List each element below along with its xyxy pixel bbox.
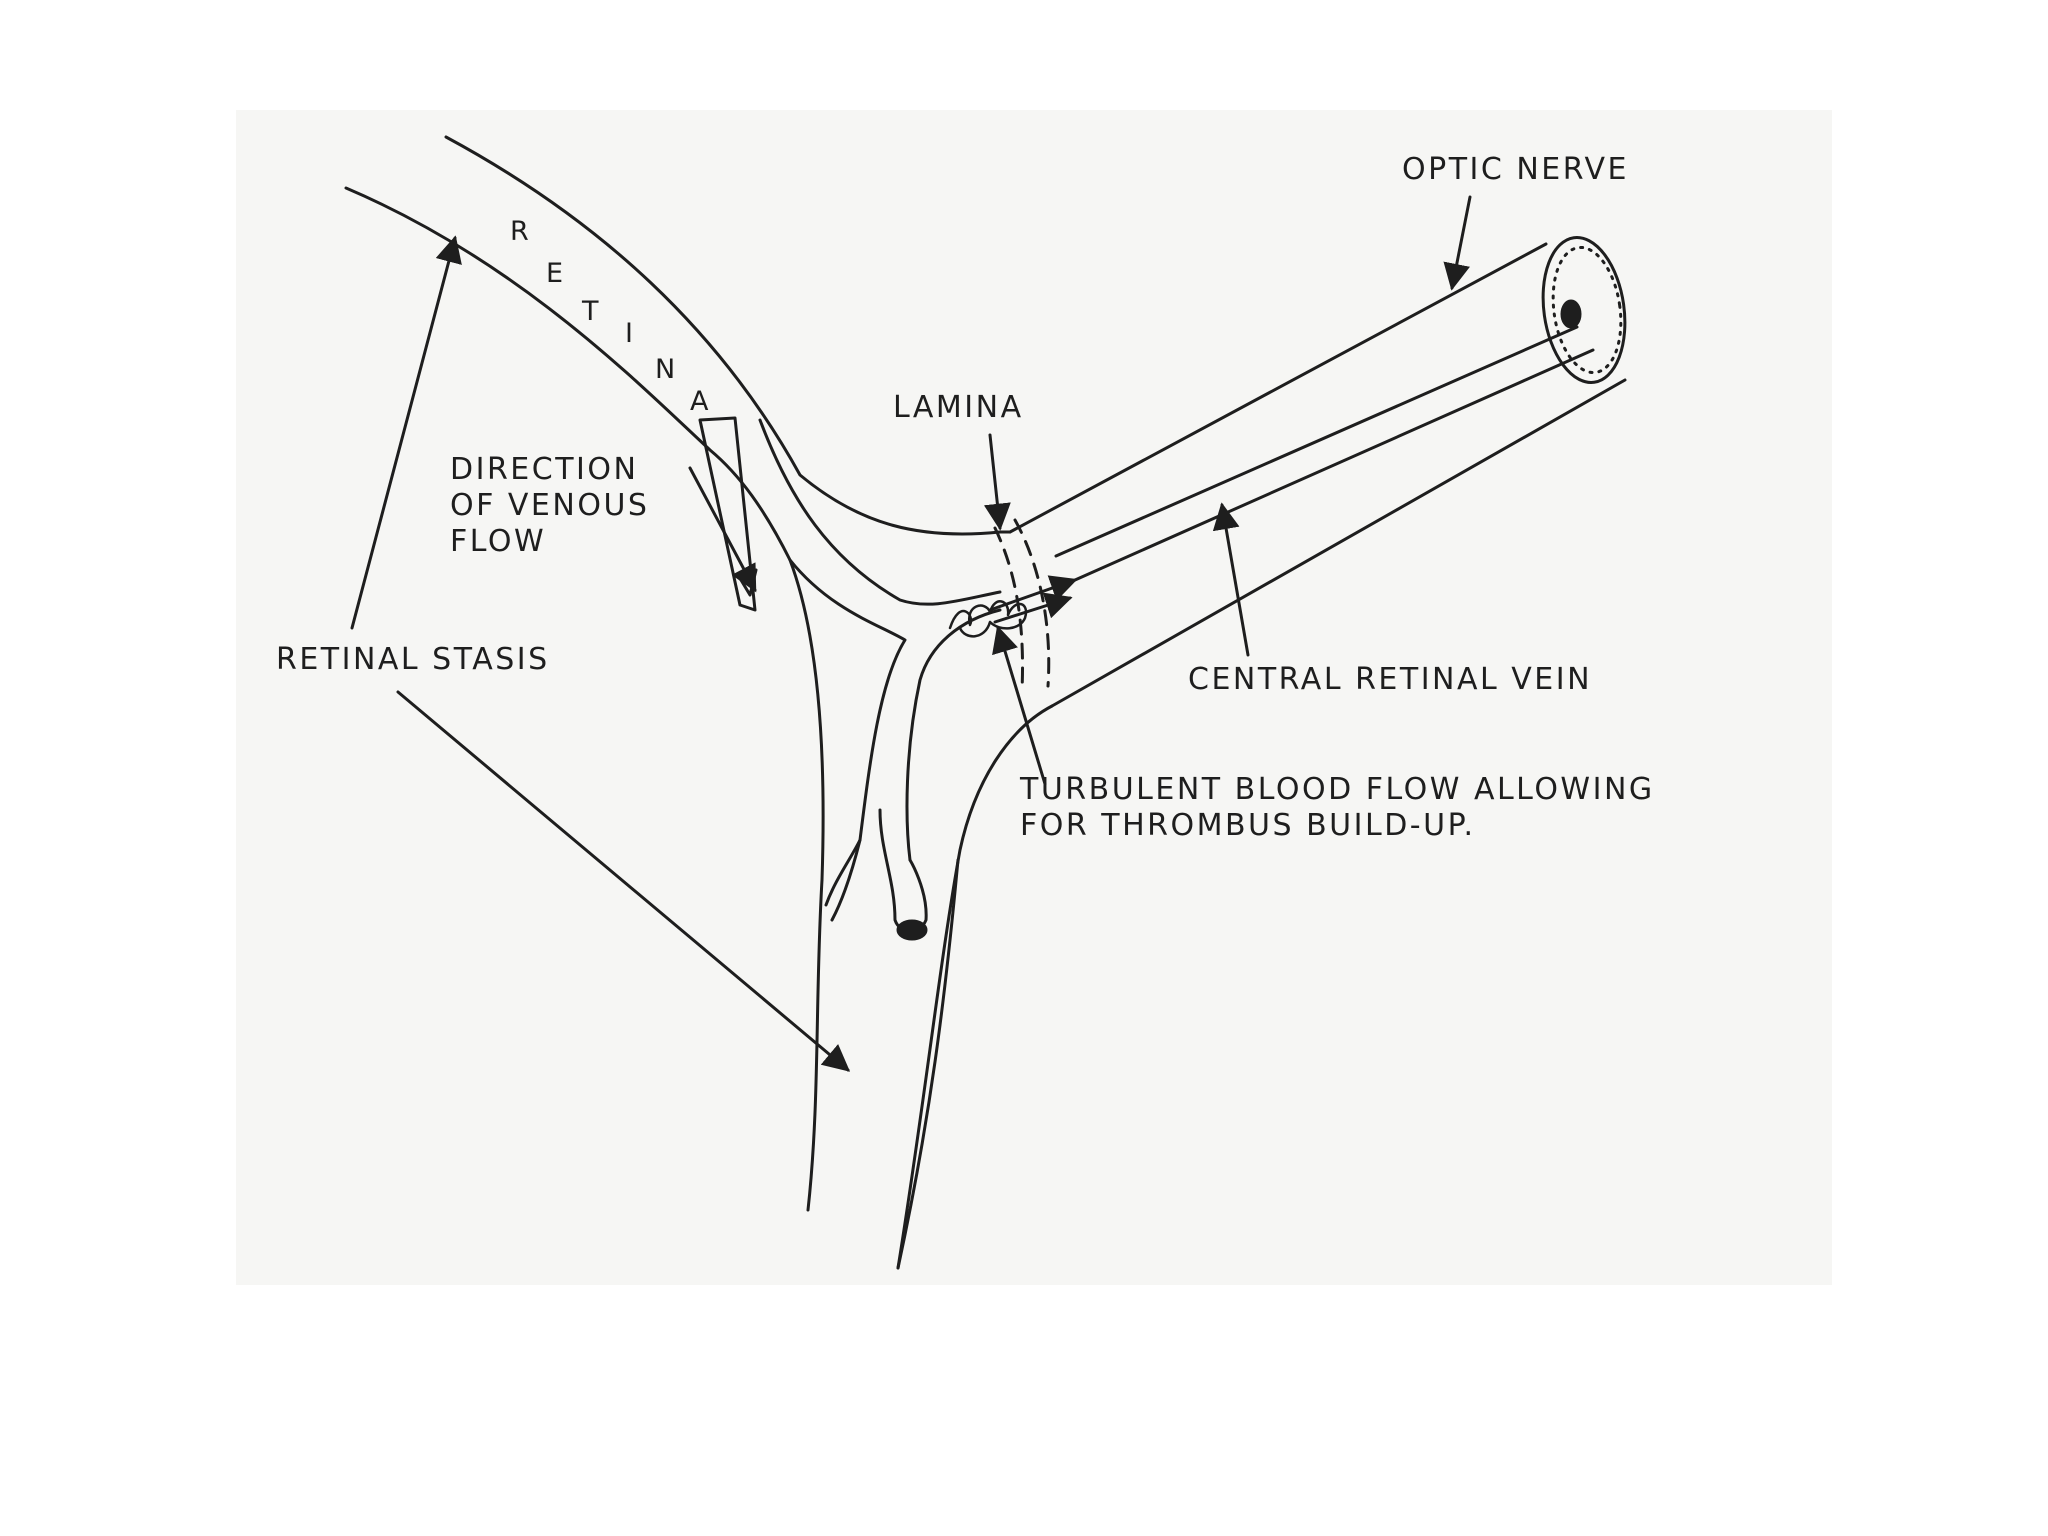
thrombus-scribble bbox=[950, 601, 1026, 636]
direction-line-1: DIRECTION bbox=[450, 452, 649, 488]
turbulent-blood-flow-label: TURBULENT BLOOD FLOW ALLOWING FOR THROMB… bbox=[1020, 772, 1655, 844]
optic-nerve-label: OPTIC NERVE bbox=[1402, 152, 1629, 188]
vein-cut-end bbox=[898, 921, 926, 939]
central-retinal-vein-label: CENTRAL RETINAL VEIN bbox=[1188, 662, 1592, 698]
retina-letter-r: R bbox=[510, 216, 529, 247]
thrombus-flow-arrow-2 bbox=[995, 598, 1070, 622]
thrombus-flow-arrow bbox=[990, 580, 1075, 610]
lamina-leader bbox=[990, 435, 1000, 528]
retina-letter-i: I bbox=[625, 318, 633, 349]
retina-letter-n: N bbox=[655, 354, 675, 385]
direction-line-3: FLOW bbox=[450, 524, 649, 560]
vein-main-trunk-right bbox=[907, 610, 1000, 860]
retinal-stasis-leader-up bbox=[352, 238, 455, 628]
turbulent-line-2: FOR THROMBUS BUILD-UP. bbox=[1020, 808, 1655, 844]
optic-nerve-end bbox=[1534, 232, 1634, 388]
direction-line-2: OF VENOUS bbox=[450, 488, 649, 524]
retina-letter-e: E bbox=[546, 258, 563, 289]
retina-outer-edge bbox=[346, 188, 823, 1210]
vein-branch-fork bbox=[826, 810, 926, 931]
central-retinal-vein-upper bbox=[1056, 327, 1577, 556]
central-vessel-dot bbox=[1562, 301, 1580, 327]
retina-letter-a: A bbox=[690, 386, 708, 417]
retina-letter-t: T bbox=[582, 296, 599, 327]
central-retinal-vein-leader bbox=[1222, 505, 1248, 655]
direction-of-venous-flow-label: DIRECTION OF VENOUS FLOW bbox=[450, 452, 649, 560]
turbulent-line-1: TURBULENT BLOOD FLOW ALLOWING bbox=[1020, 772, 1655, 808]
optic-nerve-leader bbox=[1452, 197, 1470, 288]
retinal-stasis-leader-down bbox=[398, 692, 848, 1070]
retinal-stasis-label: RETINAL STASIS bbox=[276, 642, 550, 678]
lamina-label: LAMINA bbox=[893, 390, 1024, 426]
optic-nerve-bottom-line bbox=[1052, 380, 1625, 706]
